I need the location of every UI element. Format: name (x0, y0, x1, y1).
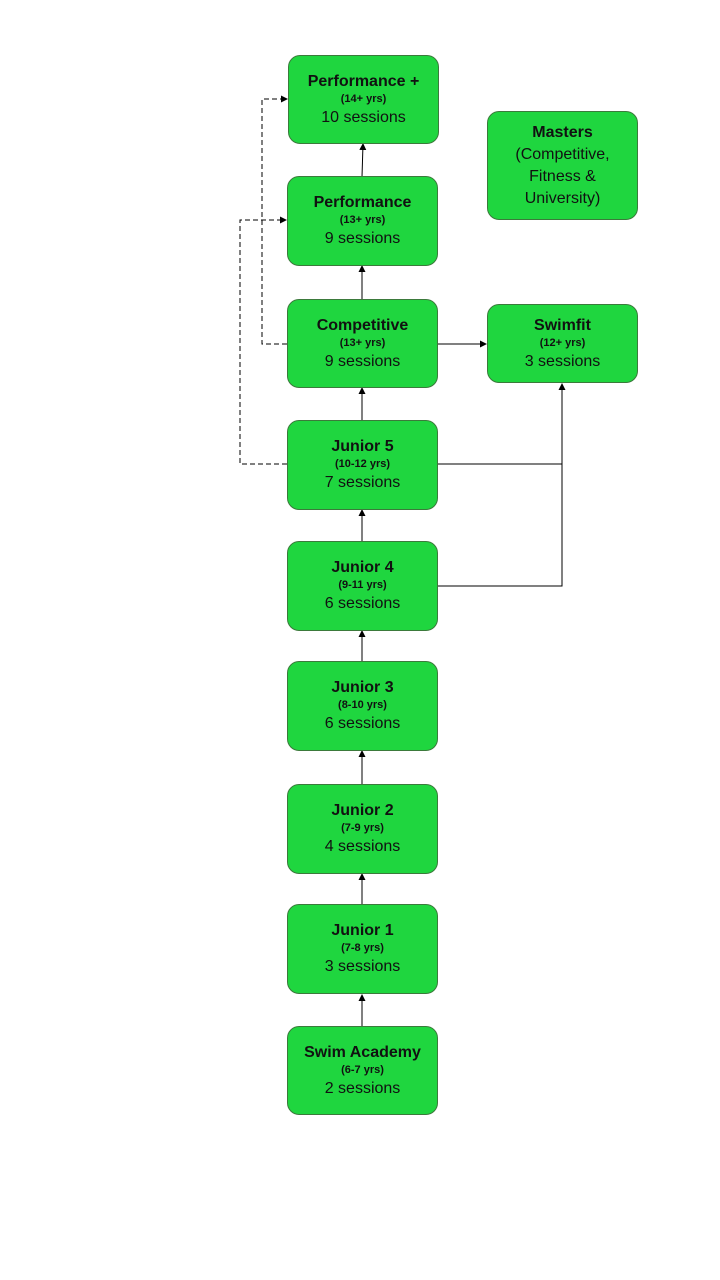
connector-junior5-to-performance-dashed (239, 216, 287, 465)
node-title: Junior 2 (331, 802, 394, 819)
node-age: (13+ yrs) (339, 214, 386, 226)
node-sessions: 9 sessions (324, 230, 401, 247)
node-age: (14+ yrs) (340, 92, 387, 105)
node-sessions: 10 sessions (321, 108, 406, 126)
node-age: (12+ yrs) (539, 336, 586, 349)
node-performance: Performance (13+ yrs) 9 sessions (287, 176, 438, 266)
node-title: Performance + (307, 72, 420, 90)
node-age: (7-9 yrs) (341, 822, 384, 834)
node-line: (Competitive, (515, 145, 610, 163)
node-title: Junior 5 (331, 438, 394, 455)
node-age: (8-10 yrs) (338, 699, 387, 711)
node-age: (6-7 yrs) (341, 1063, 384, 1076)
node-title: Masters (532, 123, 593, 141)
node-sessions: 6 sessions (324, 715, 401, 732)
node-junior-3: Junior 3 (8-10 yrs) 6 sessions (287, 661, 438, 751)
node-age: (13+ yrs) (339, 336, 386, 349)
node-swimfit: Swimfit (12+ yrs) 3 sessions (487, 304, 638, 383)
node-junior-1: Junior 1 (7-8 yrs) 3 sessions (287, 904, 438, 994)
node-age: (10-12 yrs) (334, 458, 391, 470)
node-title: Junior 4 (331, 559, 394, 576)
node-title: Swim Academy (304, 1043, 421, 1061)
node-competitive: Competitive (13+ yrs) 9 sessions (287, 299, 438, 388)
node-sessions: 7 sessions (324, 474, 401, 491)
node-masters: Masters (Competitive, Fitness & Universi… (487, 111, 638, 220)
node-sessions: 2 sessions (324, 1079, 401, 1097)
node-title: Junior 3 (331, 679, 394, 696)
node-sessions: 3 sessions (524, 352, 601, 370)
node-junior-4: Junior 4 (9-11 yrs) 6 sessions (287, 541, 438, 631)
node-performance-plus: Performance + (14+ yrs) 10 sessions (288, 55, 439, 144)
node-title: Swimfit (534, 316, 591, 334)
node-sessions: 4 sessions (324, 838, 401, 855)
node-line: Fitness & (529, 167, 596, 185)
node-age: (9-11 yrs) (338, 579, 387, 591)
node-junior-2: Junior 2 (7-9 yrs) 4 sessions (287, 784, 438, 874)
node-age: (7-8 yrs) (341, 942, 384, 954)
node-sessions: 9 sessions (324, 352, 401, 370)
node-line: University) (524, 189, 601, 207)
node-junior-5: Junior 5 (10-12 yrs) 7 sessions (287, 420, 438, 510)
node-swim-academy: Swim Academy (6-7 yrs) 2 sessions (287, 1026, 438, 1115)
node-title: Performance (313, 194, 412, 211)
node-title: Competitive (316, 316, 409, 334)
node-sessions: 3 sessions (324, 958, 401, 975)
node-sessions: 6 sessions (324, 595, 401, 612)
node-title: Junior 1 (331, 922, 394, 939)
connector-competitive-to-performance-plus-dashed (261, 95, 288, 345)
connector-junior4-to-swimfit (437, 383, 566, 587)
connector-performance-to-performance-plus (359, 143, 367, 178)
